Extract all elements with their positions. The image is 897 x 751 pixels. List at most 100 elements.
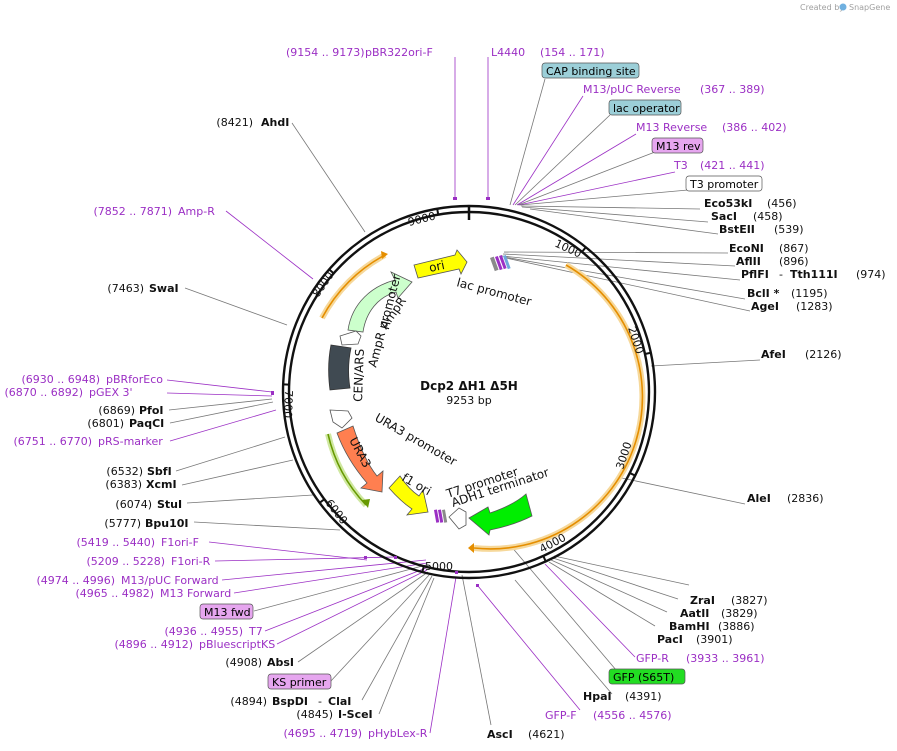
paqci-name[interactable]: PaqCI — [129, 417, 164, 430]
orf-arc-left-arrow — [381, 251, 388, 259]
asci-name[interactable]: AscI — [487, 728, 513, 741]
cen-ars-label: CEN/ARS — [351, 348, 367, 402]
f1-ori-feature[interactable] — [388, 475, 429, 516]
zrai-name[interactable]: ZraI — [690, 594, 715, 607]
stui-name[interactable]: StuI — [157, 498, 182, 511]
tick-mark — [542, 555, 547, 562]
tick-mark — [581, 246, 587, 253]
i-scei-name[interactable]: I-SceI — [338, 708, 373, 721]
plasmid-name: Dcp2 ΔH1 Δ5H — [420, 379, 518, 393]
phyblex-r-name: pHybLex-R — [368, 727, 428, 740]
bspdi-name[interactable]: BspDI — [272, 695, 308, 708]
m13-fwd-label: M13 fwd — [204, 606, 251, 619]
bamhi-name[interactable]: BamHI — [669, 620, 710, 633]
gfp-feature[interactable] — [468, 493, 533, 536]
swai-pos: (7463) — [107, 282, 144, 295]
agei-name[interactable]: AgeI — [751, 300, 779, 313]
ahdi-name[interactable]: AhdI — [261, 116, 289, 129]
t3-promoter-label: T3 promoter — [689, 178, 759, 191]
t7-marker-cluster[interactable] — [434, 509, 448, 523]
pbrforeco-pos: (6930 .. 6948) — [21, 373, 100, 386]
tick-mark — [644, 351, 652, 355]
ura3-promoter-feature[interactable] — [329, 409, 353, 429]
pbr322ori-f-name: pBR322ori-F — [365, 46, 433, 59]
pfoi-name[interactable]: PfoI — [139, 404, 164, 417]
adh1-terminator-feature[interactable] — [448, 507, 467, 530]
credit-text: Created by — [800, 3, 844, 12]
aflii-pos: (896) — [779, 255, 809, 268]
xcmi-pos: (6383) — [105, 478, 142, 491]
t3-name: T3 — [673, 159, 688, 172]
aatii-name[interactable]: AatII — [680, 607, 709, 620]
eco53ki-name[interactable]: Eco53kI — [704, 197, 752, 210]
m13-puc-reverse-pos: (367 .. 389) — [700, 83, 765, 96]
cap-binding-site-box[interactable] — [541, 62, 640, 79]
tick-7000: 7000 — [281, 390, 295, 418]
bspdi-pos: (4894) — [230, 695, 267, 708]
orf-arc-right-arrow — [468, 543, 474, 553]
pflfi-name[interactable]: PflFI — [741, 268, 769, 281]
m13-rev-label: M13 rev — [656, 140, 701, 153]
ori-feature[interactable] — [413, 249, 468, 279]
cen-ars-feature[interactable] — [328, 344, 352, 391]
ura3-feature[interactable] — [336, 425, 384, 493]
ori-label: ori — [428, 258, 446, 275]
l4440-name: L4440 — [491, 46, 525, 59]
f1ori-r-name: F1ori-R — [171, 555, 211, 568]
pgex3-name: pGEX 3' — [89, 386, 133, 399]
gfp-f-pos: (4556 .. 4576) — [593, 709, 672, 722]
lac-promoter-cluster[interactable] — [490, 254, 511, 272]
tick-9000: 9000 — [407, 210, 437, 229]
m13-puc-forward-pos: (4974 .. 4996) — [36, 574, 115, 587]
zrai-pos: (3827) — [731, 594, 768, 607]
prs-marker-name: pRS-marker — [98, 435, 163, 448]
t3-pos: (421 .. 441) — [700, 159, 765, 172]
tick-mark — [421, 565, 425, 573]
t3-promoter-box[interactable] — [685, 175, 763, 192]
gfp-r-name: GFP-R — [636, 652, 669, 665]
sbfi-name[interactable]: SbfI — [147, 465, 172, 478]
t7-name: T7 — [248, 625, 263, 638]
tick-marks — [283, 208, 652, 573]
saci-name[interactable]: SacI — [711, 210, 737, 223]
afei-name[interactable]: AfeI — [761, 348, 786, 361]
amp-r-name: Amp-R — [178, 205, 215, 218]
ks-primer-box[interactable] — [267, 673, 332, 690]
bpu10i-name[interactable]: Bpu10I — [145, 517, 189, 530]
aflii-name[interactable]: AflII — [736, 255, 761, 268]
clai-name[interactable]: ClaI — [328, 695, 351, 708]
saci-pos: (458) — [753, 210, 783, 223]
bcli-name[interactable]: BclI * — [747, 287, 780, 300]
ampr-promoter-feature[interactable] — [339, 330, 362, 346]
amp-r-pos: (7852 .. 7871) — [93, 205, 172, 218]
swai-name[interactable]: SwaI — [149, 282, 179, 295]
ampr-feature[interactable] — [347, 271, 413, 333]
orf-arc-left — [321, 254, 386, 319]
tick-mark — [436, 208, 440, 215]
bamhi-pos: (3886) — [718, 620, 755, 633]
lac-operator-box[interactable] — [608, 99, 682, 116]
gfp-s65t-box[interactable] — [608, 668, 686, 685]
econi-pos: (867) — [779, 242, 809, 255]
paci-name[interactable]: PacI — [657, 633, 683, 646]
plasmid-size: 9253 bp — [446, 394, 491, 407]
asci-pos: (4621) — [528, 728, 565, 741]
econi-name[interactable]: EcoNI — [729, 242, 764, 255]
xcmi-name[interactable]: XcmI — [146, 478, 177, 491]
bpu10i-pos: (5777) — [104, 517, 141, 530]
hpai-pos: (4391) — [625, 690, 662, 703]
ahdi-pos: (8421) — [216, 116, 253, 129]
tick-mark — [319, 498, 326, 504]
m13-rev-box[interactable] — [651, 137, 704, 154]
alei-name[interactable]: AleI — [747, 492, 771, 505]
m13-reverse-pos: (386 .. 402) — [722, 121, 787, 134]
hpai-name[interactable]: HpaI — [583, 690, 612, 703]
bsteii-name[interactable]: BstEII — [719, 223, 755, 236]
m13-fwd-box[interactable] — [199, 603, 254, 620]
m13-reverse-name: M13 Reverse — [636, 121, 707, 134]
pbluescriptks-name: pBluescriptKS — [199, 638, 275, 651]
tth111i-name[interactable]: Tth111I — [790, 268, 838, 281]
absi-name[interactable]: AbsI — [267, 656, 294, 669]
m13-puc-reverse-name: M13/pUC Reverse — [583, 83, 681, 96]
